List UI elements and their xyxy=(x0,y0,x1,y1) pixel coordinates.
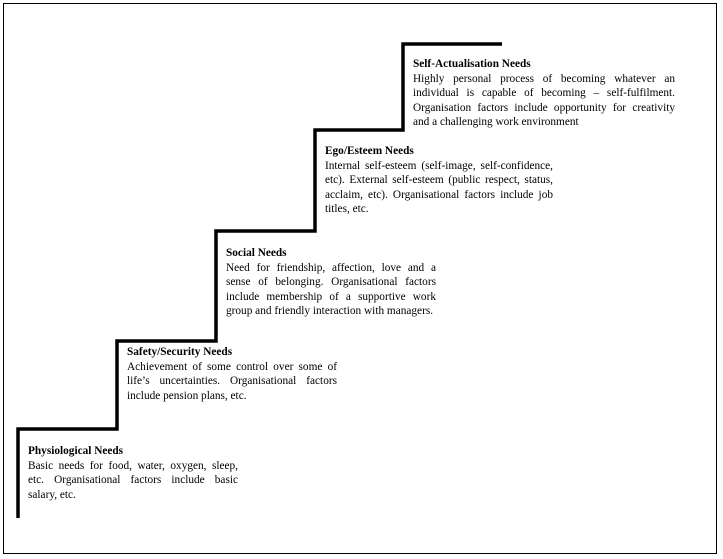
step-ego-esteem: Ego/Esteem Needs Internal self-esteem (s… xyxy=(325,144,553,217)
step-title: Self-Actualisation Needs xyxy=(413,58,531,70)
step-social: Social Needs Need for friendship, affect… xyxy=(226,246,436,319)
step-description: Highly personal process of becoming what… xyxy=(413,72,675,129)
step-self-actualisation: Self-Actualisation Needs Highly personal… xyxy=(413,57,675,130)
step-description: Achievement of some control over some of… xyxy=(127,360,337,402)
step-description: Basic needs for food, water, oxygen, sle… xyxy=(28,459,238,501)
step-description: Need for friendship, affection, love and… xyxy=(226,261,436,318)
step-title: Ego/Esteem Needs xyxy=(325,145,414,157)
step-physiological: Physiological Needs Basic needs for food… xyxy=(28,444,238,502)
step-safety-security: Safety/Security Needs Achievement of som… xyxy=(127,345,337,403)
step-description: Internal self-esteem (self-image, self-c… xyxy=(325,159,553,216)
diagram-frame xyxy=(3,3,717,554)
step-title: Social Needs xyxy=(226,247,287,259)
step-title: Safety/Security Needs xyxy=(127,346,233,358)
step-title: Physiological Needs xyxy=(28,445,124,457)
